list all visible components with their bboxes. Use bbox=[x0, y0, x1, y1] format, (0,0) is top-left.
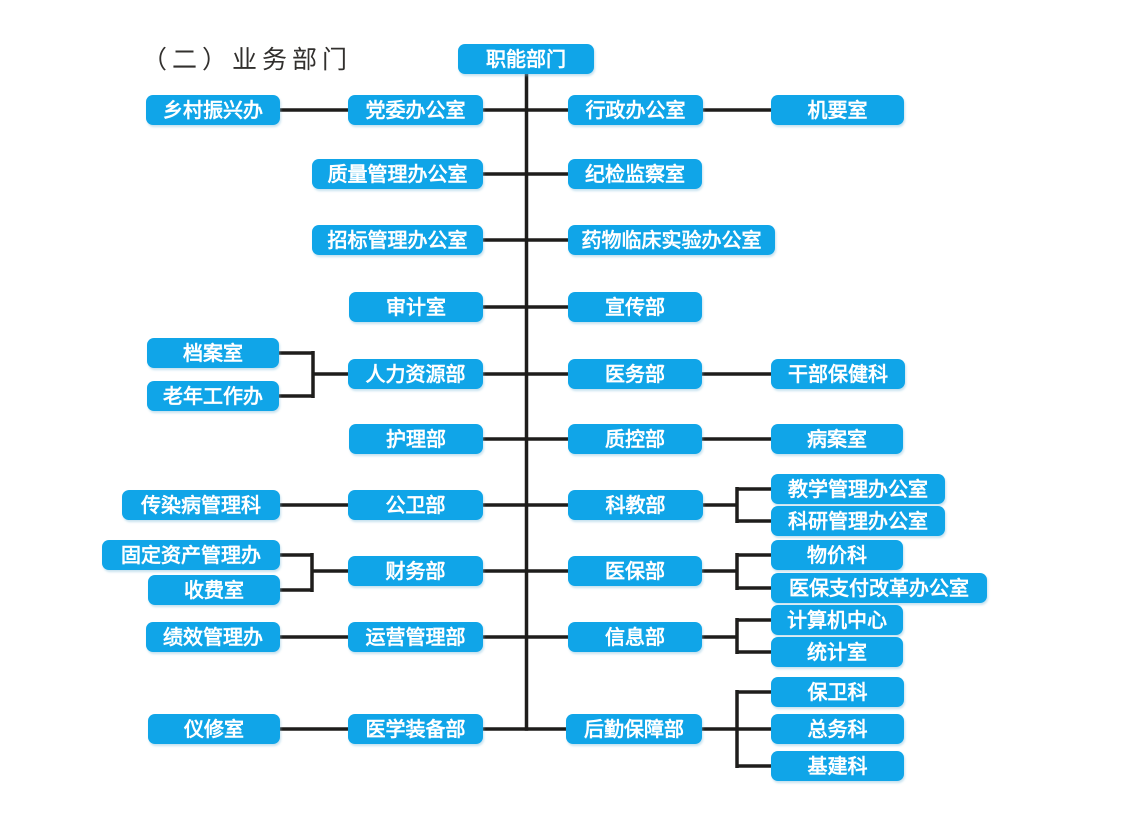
org-node: 信息部 bbox=[568, 622, 702, 652]
org-node: 传染病管理科 bbox=[122, 490, 280, 520]
org-node: 护理部 bbox=[349, 424, 483, 454]
org-node: 公卫部 bbox=[348, 490, 483, 520]
org-node: 医务部 bbox=[568, 359, 702, 389]
org-node: 绩效管理办 bbox=[146, 622, 280, 652]
org-node: 招标管理办公室 bbox=[312, 225, 483, 255]
org-node: 人力资源部 bbox=[348, 359, 483, 389]
org-node: 行政办公室 bbox=[568, 95, 703, 125]
org-node: 计算机中心 bbox=[771, 605, 903, 635]
org-node: 统计室 bbox=[771, 637, 903, 667]
org-node: 后勤保障部 bbox=[566, 714, 702, 744]
org-node: 收费室 bbox=[148, 575, 280, 605]
org-node: 质量管理办公室 bbox=[312, 159, 483, 189]
org-node: 仪修室 bbox=[148, 714, 280, 744]
org-node: 干部保健科 bbox=[771, 359, 905, 389]
org-node: 科研管理办公室 bbox=[771, 506, 945, 536]
org-node-root: 职能部门 bbox=[458, 44, 594, 74]
org-node: 档案室 bbox=[147, 338, 279, 368]
org-node: 运营管理部 bbox=[348, 622, 483, 652]
section-title: （二）业务部门 bbox=[142, 45, 353, 74]
org-node: 机要室 bbox=[771, 95, 904, 125]
org-node: 老年工作办 bbox=[147, 381, 279, 411]
org-node: 医保支付改革办公室 bbox=[771, 573, 987, 603]
org-node: 乡村振兴办 bbox=[146, 95, 280, 125]
org-node: 固定资产管理办 bbox=[102, 540, 280, 570]
org-node: 病案室 bbox=[771, 424, 903, 454]
org-node: 教学管理办公室 bbox=[771, 474, 945, 504]
org-node: 保卫科 bbox=[771, 677, 904, 707]
org-node: 科教部 bbox=[568, 490, 703, 520]
org-node: 医学装备部 bbox=[348, 714, 483, 744]
org-node: 审计室 bbox=[349, 292, 483, 322]
org-node: 总务科 bbox=[771, 714, 904, 744]
org-node: 宣传部 bbox=[568, 292, 702, 322]
org-node: 质控部 bbox=[568, 424, 702, 454]
org-node: 基建科 bbox=[771, 751, 904, 781]
org-node: 党委办公室 bbox=[348, 95, 483, 125]
org-node: 纪检监察室 bbox=[568, 159, 702, 189]
org-node: 物价科 bbox=[771, 540, 903, 570]
org-node: 药物临床实验办公室 bbox=[568, 225, 775, 255]
org-node: 财务部 bbox=[348, 556, 483, 586]
org-node: 医保部 bbox=[568, 556, 702, 586]
